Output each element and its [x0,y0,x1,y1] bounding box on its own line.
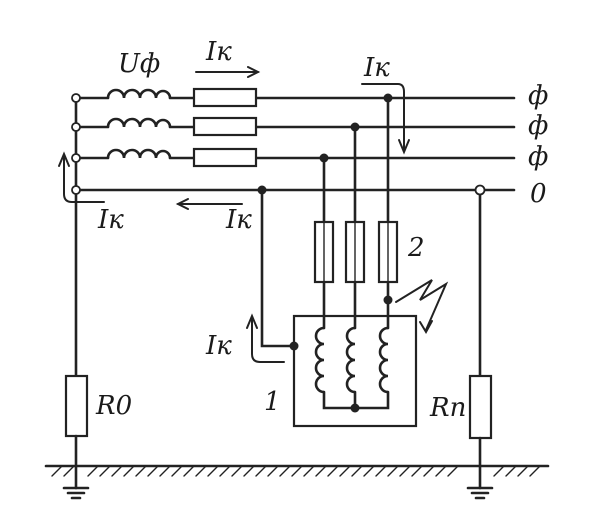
label-ik-mid: Iк [225,205,252,235]
rp-tap-node [474,184,486,196]
label-fuses-number: 2 [407,233,425,263]
winding-c [314,326,325,394]
coil-phase-b [106,117,172,128]
ik-motor-arrowhead [246,313,258,329]
fault-lightning-arrowhead [419,320,433,335]
neutral-tap-node [257,185,267,195]
bus-lines [74,96,516,192]
label-ik-right: Iк [363,53,390,83]
label-motor-number: 1 [264,387,281,417]
fuse-phase-a [192,87,258,108]
frame-to-neutral [260,188,296,348]
label-r-zero: R0 [95,391,132,421]
labels: Uф Iк Iк Iк Iк Iк ф ф ф 0 1 2 R0 Rп [95,37,548,423]
label-u-phase: Uф [118,49,160,79]
load-feeders [319,93,393,224]
node-c [319,153,329,163]
label-phase-1: ф [528,81,548,111]
source-coils [106,88,172,159]
winding-a [378,326,389,394]
label-ik-top: Iк [205,37,232,67]
frame-node [289,341,299,351]
current-arrows [58,66,410,363]
load-fuses [313,220,399,284]
node-a [383,93,393,103]
label-phase-2: ф [528,111,548,141]
r0-ground-bars [62,486,90,500]
motor [257,185,418,428]
line-fuses [192,87,258,168]
bus-node-n [71,185,81,195]
rp-resistor [468,374,493,440]
ik-mid-arrowhead [175,198,189,210]
node-b [350,122,360,132]
r0-resistor [64,374,89,438]
ik-motor-arrow [251,317,285,363]
ik-top-arrowhead [247,66,261,78]
label-r-p: Rп [429,393,466,423]
ik-right-arrow [361,83,405,151]
bus-node-a [71,93,81,103]
ik-left-arrowhead [58,151,70,167]
grounding [44,184,550,500]
coil-phase-a [106,88,172,99]
earth-hatch [51,465,541,477]
star-point [350,403,360,413]
label-ik-motor: Iк [205,331,232,361]
label-phase-3: ф [528,142,548,172]
bus-node-b [71,122,81,132]
bus-node-c [71,153,81,163]
label-neutral: 0 [530,179,547,209]
ik-left-arrow [63,155,105,203]
coil-phase-c [106,148,172,159]
label-ik-left: Iк [97,205,124,235]
fault-lightning [395,279,449,331]
ik-right-arrowhead [398,139,410,155]
rp-ground-bars [466,486,494,500]
left-bus-nodes [71,93,81,195]
winding-b [345,326,356,394]
fuse-phase-c [192,147,258,168]
fuse-phase-b [192,116,258,137]
